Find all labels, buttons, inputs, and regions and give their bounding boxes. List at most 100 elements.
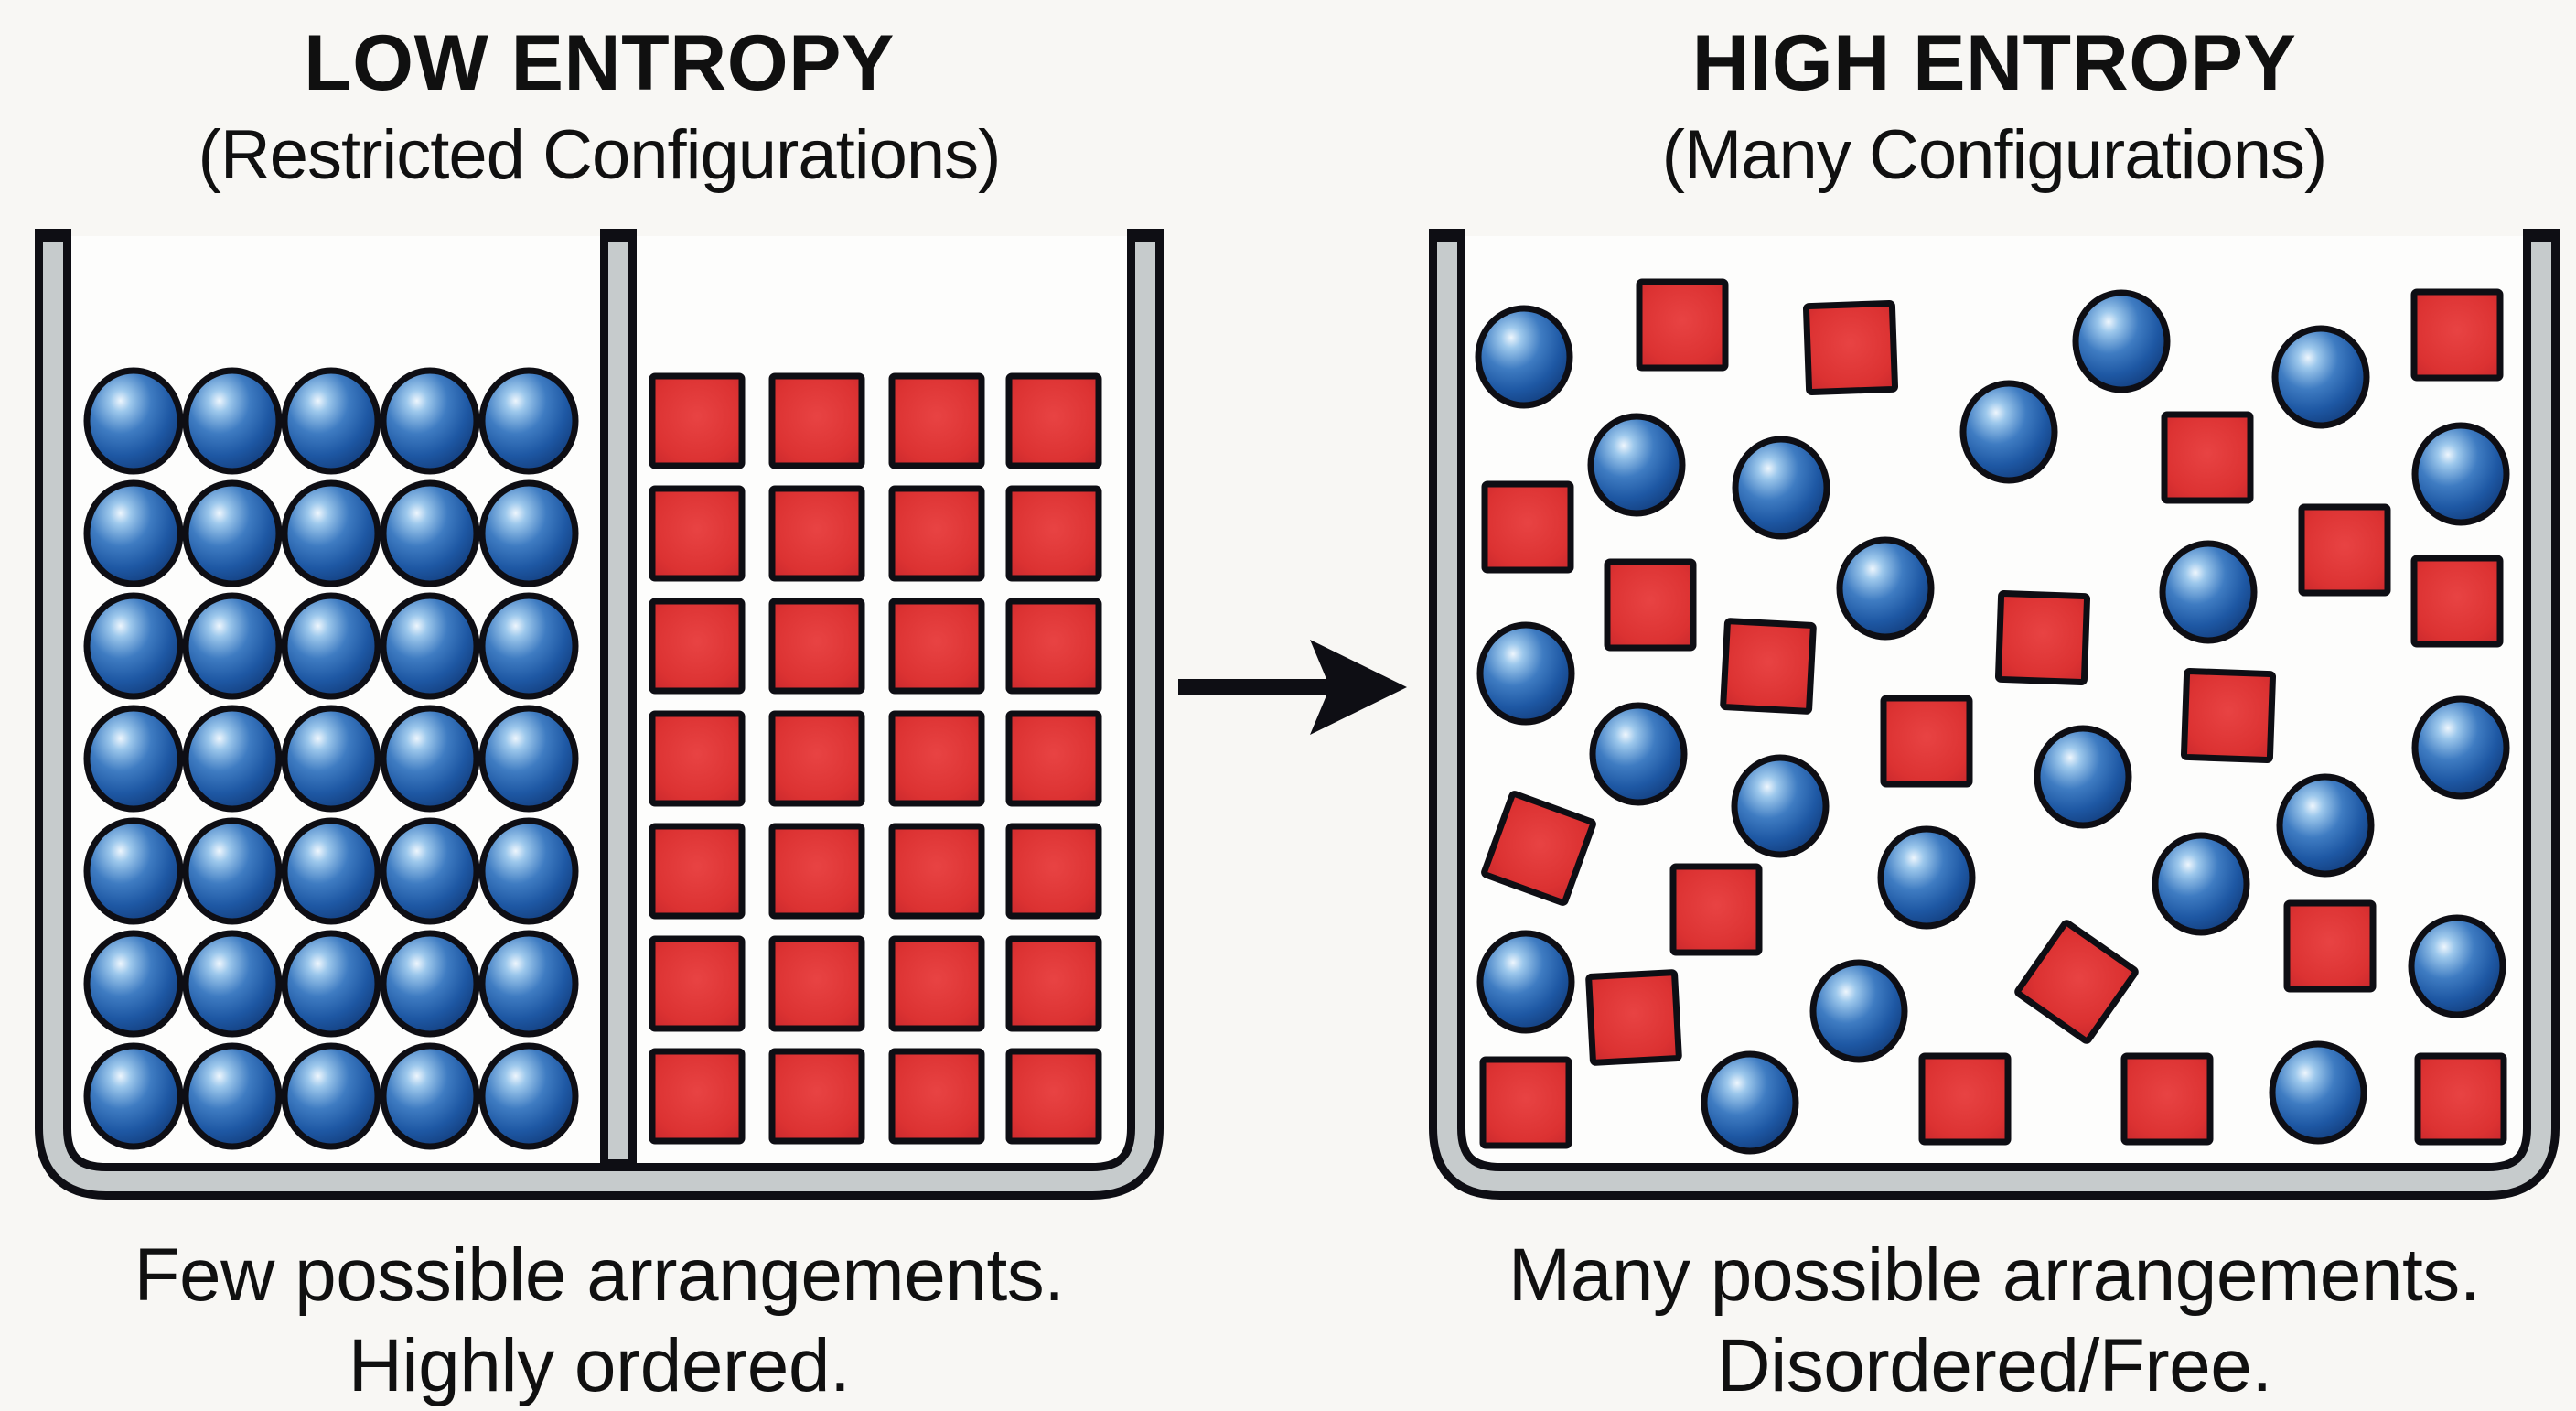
blue-sphere (1809, 959, 1908, 1063)
blue-sphere (1877, 825, 1976, 930)
red-square (649, 823, 746, 920)
red-square (768, 485, 865, 582)
wall-top-cap (600, 229, 637, 240)
blue-sphere (281, 367, 381, 475)
blue-sphere (2411, 422, 2510, 526)
blue-sphere (182, 930, 283, 1038)
blue-sphere (182, 367, 283, 475)
blue-sphere (1587, 413, 1686, 517)
red-square (768, 598, 865, 695)
blue-sphere (380, 367, 480, 475)
blue-sphere (182, 479, 283, 587)
disordered-shapes-group (1475, 278, 2510, 1155)
high-entropy-caption-line2: Disordered/Free. (1716, 1324, 2272, 1407)
blue-sphere (2271, 325, 2370, 429)
red-square (768, 935, 865, 1032)
high-entropy-caption-line1: Many possible arrangements. (1508, 1233, 2481, 1317)
high-entropy-container (1429, 229, 2560, 1200)
blue-sphere (1731, 754, 1830, 858)
low-entropy-container (35, 229, 1164, 1200)
container-wall-core (43, 242, 1155, 1191)
blue-sphere (1476, 621, 1575, 726)
blue-sphere (281, 479, 381, 587)
red-square (1918, 1052, 2012, 1146)
blue-sphere (380, 592, 480, 700)
red-square (2414, 1052, 2507, 1146)
blue-sphere (380, 1042, 480, 1150)
blue-sphere (1476, 930, 1575, 1034)
low-entropy-caption-line2: Highly ordered. (348, 1324, 851, 1407)
blue-sphere (2034, 725, 2132, 829)
blue-sphere (281, 930, 381, 1038)
ordered-red-squares-group (649, 372, 1102, 1145)
red-square (888, 710, 985, 807)
blue-sphere (1589, 702, 1688, 806)
blue-sphere (478, 367, 579, 475)
red-square (1481, 791, 1596, 906)
red-square (768, 823, 865, 920)
red-square (649, 710, 746, 807)
high-entropy-subtitle: (Many Configurations) (1661, 116, 2328, 194)
blue-sphere (281, 817, 381, 925)
red-square (1585, 969, 1682, 1066)
red-square (888, 935, 985, 1032)
blue-sphere (478, 1042, 579, 1150)
wall-top-cap (1429, 229, 1465, 240)
blue-sphere (380, 705, 480, 813)
red-square (2298, 503, 2391, 597)
red-square (768, 710, 865, 807)
blue-sphere (2408, 914, 2506, 1018)
red-square (1994, 589, 2091, 686)
blue-sphere (478, 479, 579, 587)
red-square (768, 1048, 865, 1145)
blue-sphere (1959, 380, 2058, 484)
red-square (649, 372, 746, 469)
blue-sphere (182, 817, 283, 925)
red-square (2410, 555, 2504, 648)
red-square (1880, 695, 1973, 788)
red-square (1669, 863, 1763, 956)
wall-top-cap (2523, 229, 2560, 240)
blue-sphere (1701, 1050, 1799, 1155)
red-square (1005, 598, 1102, 695)
red-square (1636, 278, 1729, 372)
red-square (1005, 1048, 1102, 1145)
red-square (888, 598, 985, 695)
red-square (1481, 480, 1574, 574)
blue-sphere (1475, 305, 1573, 409)
blue-sphere (281, 705, 381, 813)
blue-sphere (2276, 773, 2375, 878)
blue-sphere (83, 1042, 184, 1150)
blue-sphere (182, 705, 283, 813)
red-square (2180, 667, 2277, 764)
red-square (2410, 288, 2504, 382)
blue-sphere (478, 592, 579, 700)
blue-sphere (182, 1042, 283, 1150)
red-square (649, 598, 746, 695)
red-square (1005, 485, 1102, 582)
red-square (2120, 1052, 2214, 1146)
blue-sphere (478, 817, 579, 925)
blue-sphere (380, 479, 480, 587)
right-arrow-icon (1178, 640, 1407, 735)
red-square (1005, 710, 1102, 807)
red-square (1604, 558, 1697, 652)
red-square (649, 485, 746, 582)
red-square (888, 372, 985, 469)
high-entropy-caption: Many possible arrangements. Disordered/F… (1427, 1230, 2561, 1411)
red-square (2161, 411, 2254, 504)
red-square (1720, 618, 1817, 715)
blue-sphere (281, 592, 381, 700)
red-square (768, 372, 865, 469)
container-wall-core (1437, 242, 2551, 1191)
red-square (2014, 920, 2139, 1044)
blue-sphere (182, 592, 283, 700)
wall-top-cap (35, 229, 71, 240)
blue-sphere (380, 817, 480, 925)
low-entropy-header: LOW ENTROPY (Restricted Configurations) (32, 15, 1166, 199)
blue-sphere (380, 930, 480, 1038)
low-entropy-subtitle: (Restricted Configurations) (198, 116, 1002, 194)
red-square (2283, 899, 2377, 993)
blue-sphere (281, 1042, 381, 1150)
